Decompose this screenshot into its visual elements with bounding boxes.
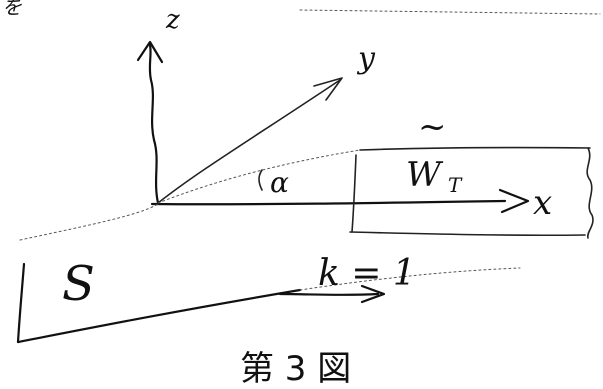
figure-caption: 第 3 図 (240, 349, 351, 389)
s-plane-bottom-edge (16, 288, 302, 344)
x-axis (150, 199, 507, 206)
y-axis (157, 79, 341, 204)
angle-arc (258, 169, 263, 191)
angle-alpha-label: α (270, 166, 289, 199)
z-axis (148, 43, 160, 205)
perspective-line (157, 149, 361, 204)
z-axis-arrowhead (136, 40, 164, 64)
x-axis-arrowhead (498, 188, 530, 214)
s-plane-left-edge (16, 262, 26, 344)
region-w-subscript: T (448, 173, 463, 197)
strip-right-edge (586, 147, 594, 239)
k-arrow-shaft (278, 292, 380, 296)
strip-bottom-edge (349, 231, 586, 237)
y-axis-arrowhead (313, 77, 343, 101)
region-s-label: S (62, 256, 95, 312)
faint-top-line (299, 9, 601, 15)
z-axis-label: z (165, 5, 180, 35)
region-w-label: W (406, 155, 444, 195)
corner-mark: を (2, 0, 22, 19)
strip-left-edge (351, 154, 357, 233)
s-plane-bottom-faint (299, 267, 521, 291)
perspective-line-left (19, 203, 159, 241)
wave-symbol: ~ (418, 107, 447, 147)
y-axis-label: y (356, 41, 376, 76)
x-axis-label: x (533, 183, 552, 223)
k-arrow-head (360, 284, 386, 304)
strip-top-edge (359, 146, 591, 151)
